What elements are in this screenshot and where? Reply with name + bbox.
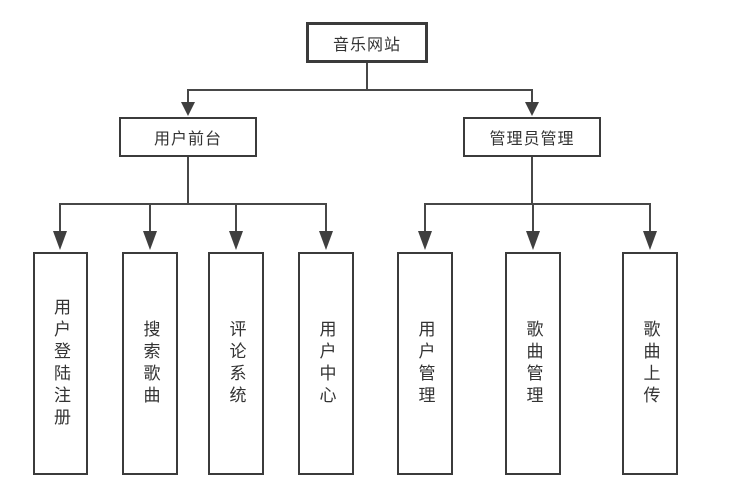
node-label: 用户前台 [153,131,222,148]
arrowhead-icon [418,231,432,250]
node-user-center: 用户中心 [298,252,354,475]
arrowhead-icon [53,231,67,250]
node-admin-management: 管理员管理 [463,117,601,157]
node-label: 评论系统 [226,319,246,408]
node-user-frontend: 用户前台 [119,117,257,157]
connector-root-to-branches [181,63,539,116]
arrowhead-icon [229,231,243,250]
connector-admin-management-to-children [418,157,657,250]
node-user-login-register: 用户登陆注册 [33,252,88,475]
node-song-upload: 歌曲上传 [622,252,678,475]
node-song-management: 歌曲管理 [505,252,561,475]
node-comment-system: 评论系统 [208,252,264,475]
arrowhead-icon [181,102,195,116]
connector-user-frontend-to-children [53,157,333,250]
arrowhead-icon [319,231,333,250]
node-label: 歌曲上传 [640,319,660,408]
node-label: 用户中心 [316,319,336,408]
node-label: 搜索歌曲 [140,319,160,408]
arrowhead-icon [643,231,657,250]
node-label: 歌曲管理 [523,319,543,408]
node-user-management: 用户管理 [397,252,453,475]
arrowhead-icon [525,102,539,116]
node-search-songs: 搜索歌曲 [122,252,178,475]
node-label: 管理员管理 [489,131,575,148]
node-label: 用户登陆注册 [51,297,70,430]
arrowhead-icon [143,231,157,250]
node-label: 用户管理 [415,319,435,408]
arrowhead-icon [526,231,540,250]
node-music-website: 音乐网站 [306,22,428,63]
node-label: 音乐网站 [332,36,401,54]
